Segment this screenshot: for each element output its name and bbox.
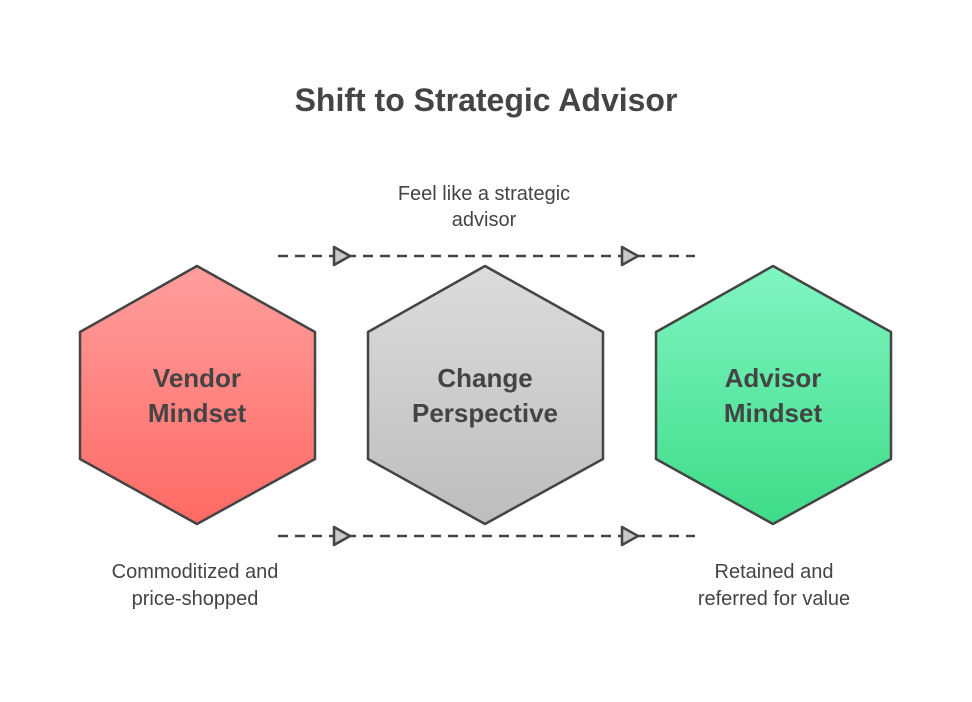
bottom-left-note-line-2: price-shopped [132,588,259,610]
hexagon-label: Advisor [725,363,822,393]
arrowhead-icon [620,245,640,267]
diagram-title: Shift to Strategic Advisor [295,82,678,118]
arrowhead-icon [332,525,352,547]
bottom-right-note-line-1: Retained and [715,561,834,583]
hexagon-change-perspective: Change Perspective [366,264,605,526]
hexagon-advisor-mindset: Advisor Mindset [654,264,893,526]
hexagon-vendor-mindset: Vendor Mindset [78,264,317,526]
hexagon-label: Vendor [153,363,241,393]
bottom-right-note-line-2: referred for value [698,588,850,610]
hexagon-label: Change [437,363,532,393]
top-note-line-1: Feel like a strategic [398,183,570,205]
hexagon-label: Perspective [412,398,558,428]
arrowhead-icon [620,525,640,547]
hexagon-label: Mindset [724,398,823,428]
bottom-dashed-arrow [278,525,695,547]
top-dashed-arrow [278,245,695,267]
arrowhead-icon [332,245,352,267]
bottom-left-note-line-1: Commoditized and [112,561,279,583]
top-note-line-2: advisor [452,209,517,231]
hexagon-label: Mindset [148,398,247,428]
